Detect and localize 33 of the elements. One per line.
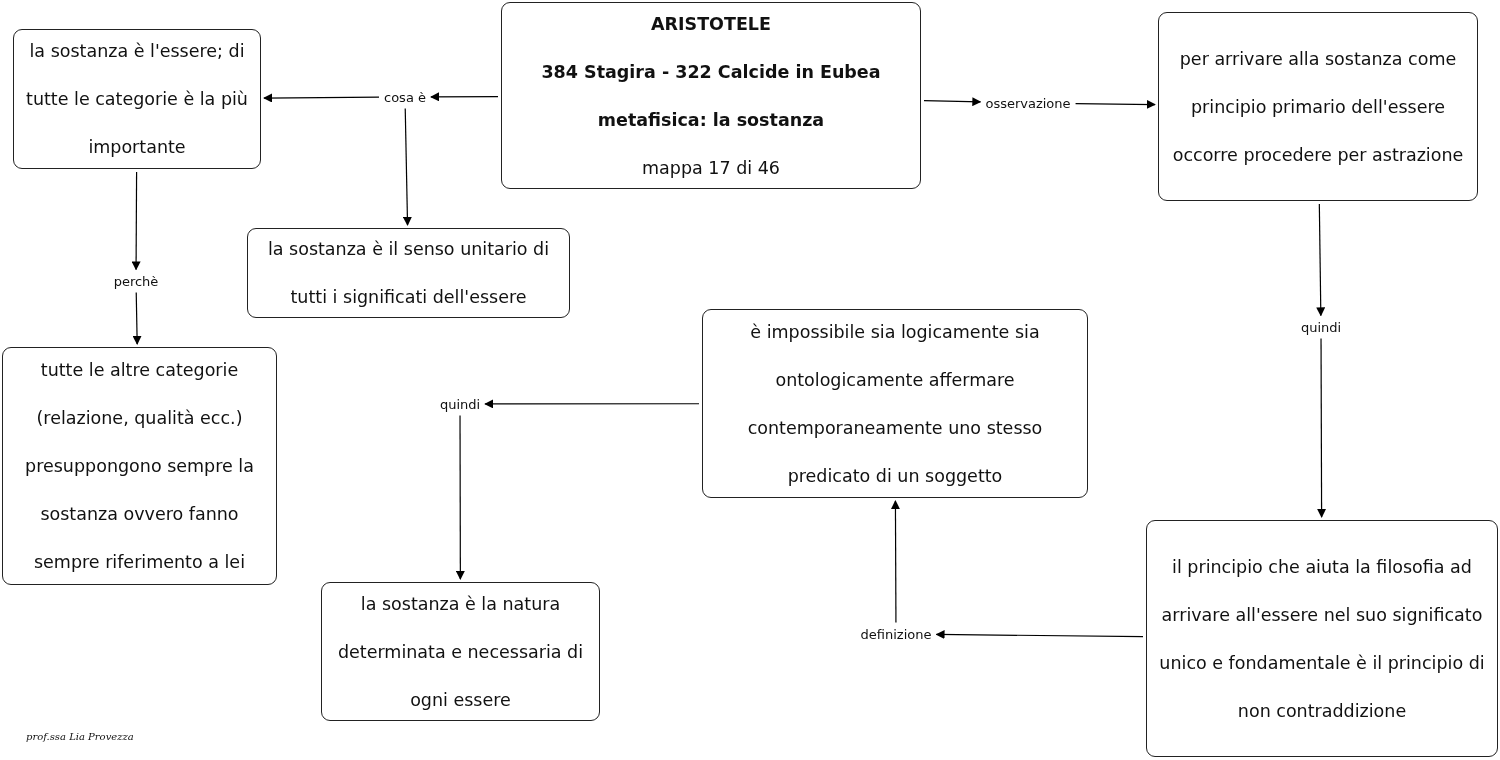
concept-text: la sostanza è il senso unitario di tutti i significati dell'essere [266, 238, 551, 309]
arrow [484, 399, 700, 409]
concept-text: tutte le altre categorie (relazione, qualità ecc.) presuppongono sempre la sostanza ovvero fanno sempre riferimento a lei [24, 359, 255, 574]
concept-box [1146, 520, 1498, 757]
arrow [890, 500, 900, 624]
concept-text: il principio che aiuta la filosofia ad arrivare all'essere nel suo significato unico e fondamentale è il principio di non contraddizione [1158, 555, 1486, 723]
concept-text: per arrivare alla sostanza come principio primario dell'essere occorre procedere per astrazione [1171, 47, 1465, 167]
concept-text: è impossibile sia logicamente sia ontologicamente affermare contemporaneamente uno stesso predicato di un soggetto [746, 320, 1044, 488]
concept-text: mappa 17 di 46 [642, 156, 780, 180]
concept-text: la sostanza è l'essere; di tutte le categorie è la più importante [25, 40, 249, 159]
arrow [1317, 337, 1327, 518]
arrow [263, 93, 380, 103]
concept-box [1158, 12, 1478, 201]
concept-box [13, 29, 261, 169]
heading: 384 Stagira - 322 Calcide in Eubea [541, 60, 881, 84]
concept-box [501, 2, 921, 189]
arrow [1074, 99, 1156, 109]
concept-box [2, 347, 277, 585]
arrow [430, 92, 499, 102]
arrow [1316, 203, 1326, 317]
arrow [132, 291, 142, 345]
arrow [455, 414, 465, 580]
arrow [935, 630, 1144, 639]
arrow [923, 97, 982, 107]
concept-box [321, 582, 600, 721]
heading: ARISTOTELE [651, 12, 771, 36]
concept-box [247, 228, 570, 318]
concept-box [702, 309, 1088, 498]
arrow [402, 107, 412, 226]
author-signature: prof.ssa Lia Provezza [26, 731, 134, 742]
heading: metafisica: la sostanza [597, 108, 825, 132]
arrow [131, 171, 141, 271]
concept-text: la sostanza è la natura determinata e necessaria di ogni essere [336, 592, 585, 712]
